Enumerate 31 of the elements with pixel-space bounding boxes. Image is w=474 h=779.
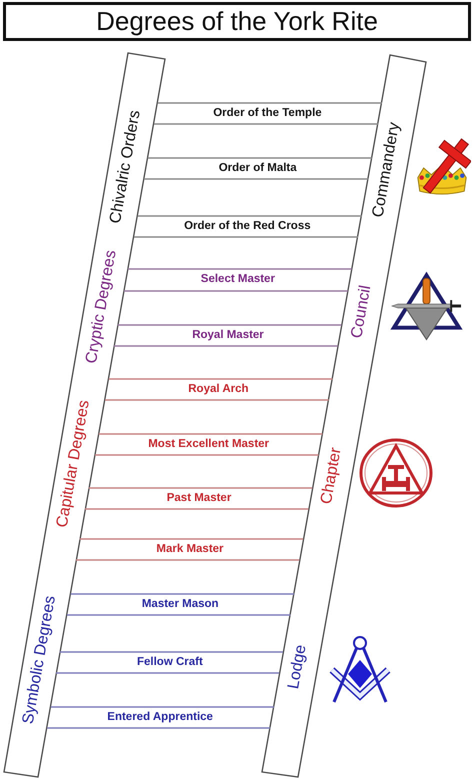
ladder-rung bbox=[104, 378, 332, 401]
rail-label: Capitular Degrees bbox=[54, 398, 94, 530]
ladder-rung bbox=[114, 324, 342, 347]
rail-label: Chivalric Orders bbox=[107, 108, 145, 226]
title: Degrees of the York Rite bbox=[96, 7, 378, 36]
rail-label: Chapter bbox=[318, 446, 346, 506]
ladder-rung bbox=[124, 268, 352, 292]
rail-label: Symbolic Degrees bbox=[20, 594, 60, 726]
ladder-rung bbox=[46, 706, 274, 729]
ladder-rung bbox=[134, 215, 362, 238]
degree-label: Order of the Red Cross bbox=[184, 220, 311, 234]
rail-label: Lodge bbox=[285, 644, 311, 690]
ladder-rung bbox=[56, 651, 284, 674]
ladder-rung bbox=[144, 157, 372, 180]
degree-label: Order of Malta bbox=[218, 162, 297, 176]
degree-label: Order of the Temple bbox=[213, 106, 322, 120]
degree-label: Past Master bbox=[166, 492, 232, 506]
degree-label: Entered Apprentice bbox=[107, 710, 213, 724]
degree-label: Fellow Craft bbox=[136, 656, 203, 670]
ladder-rung bbox=[76, 538, 304, 561]
degree-label: Royal Arch bbox=[188, 382, 249, 396]
rail-label: Council bbox=[348, 284, 375, 340]
ladder-rung bbox=[85, 487, 313, 510]
degree-label: Most Excellent Master bbox=[148, 438, 270, 452]
degree-label: Master Mason bbox=[142, 598, 219, 612]
degree-label: Royal Master bbox=[192, 328, 264, 342]
ladder-rung bbox=[94, 433, 322, 456]
degree-label: Select Master bbox=[200, 273, 275, 287]
degree-label: Mark Master bbox=[156, 542, 224, 556]
rail-label: Cryptic Degrees bbox=[82, 248, 120, 366]
ladder-rung bbox=[66, 593, 294, 616]
